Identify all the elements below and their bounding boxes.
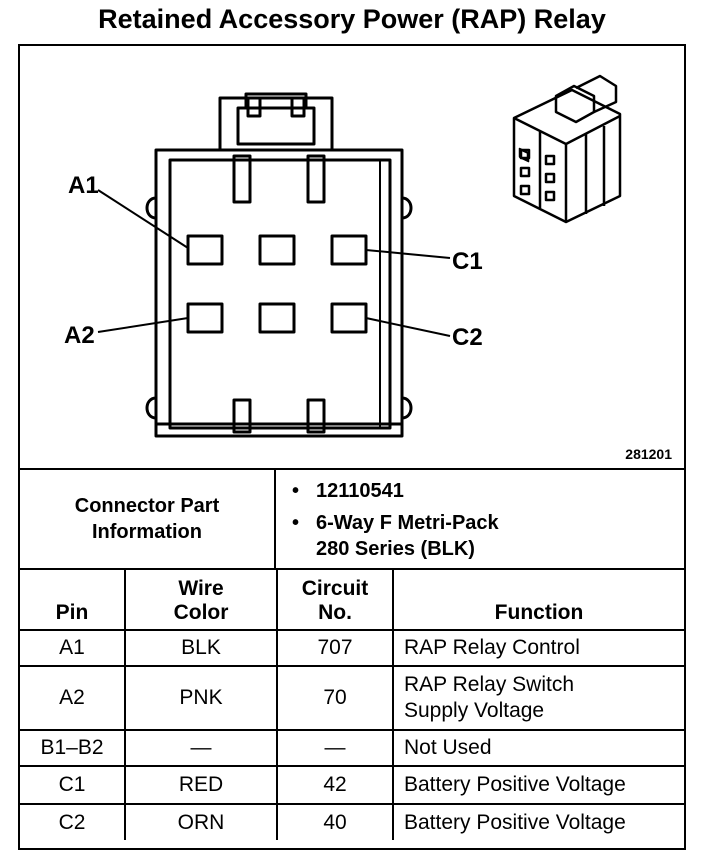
function-line2: Supply Voltage xyxy=(404,699,545,722)
connector-info-label: Connector Part Information xyxy=(20,470,276,568)
connector-info-list: • 12110541 • 6-Way F Metri-Pack 280 Seri… xyxy=(276,470,684,568)
pinout-table: Pin Wire Color Circuit No. Function A1 B… xyxy=(20,570,684,840)
cavity-a2 xyxy=(186,302,224,334)
header-circuit-line1: Circuit xyxy=(301,577,369,600)
side-ear-top-left xyxy=(145,196,157,220)
cell-pin: A1 xyxy=(20,629,126,667)
cell-wire: PNK xyxy=(124,665,278,731)
table-row: C1 RED 42 Battery Positive Voltage xyxy=(20,765,684,805)
cell-circuit: 70 xyxy=(276,665,394,731)
table-row: A2 PNK 70 RAP Relay Switch Supply Voltag… xyxy=(20,665,684,731)
leader-c1 xyxy=(365,249,451,259)
bullet-icon: • xyxy=(292,480,300,502)
cavity-b2 xyxy=(258,302,296,334)
cavity-c2 xyxy=(330,302,368,334)
pin-label-a1: A1 xyxy=(68,172,99,199)
leader-a2 xyxy=(97,317,189,333)
cell-wire: BLK xyxy=(124,629,278,667)
leader-c2 xyxy=(365,317,451,337)
side-ear-top-right xyxy=(401,196,413,220)
cell-circuit: 707 xyxy=(276,629,394,667)
connector-info-item: • 6-Way F Metri-Pack 280 Series (BLK) xyxy=(292,510,684,562)
cavity-a1 xyxy=(186,234,224,266)
pin-label-a2: A2 xyxy=(64,322,95,349)
figure-number: 281201 xyxy=(625,446,672,462)
connector-info-item: • 12110541 xyxy=(292,478,684,504)
connector-series: 280 Series (BLK) xyxy=(316,538,475,560)
header-pin: Pin xyxy=(20,570,126,631)
function-line1: Battery Positive Voltage xyxy=(404,810,626,834)
connector-isometric-view xyxy=(512,74,622,224)
header-circuit-line2: No. xyxy=(318,601,352,624)
connector-sheet: A1 A2 C1 C2 281201 Connector Part Inform… xyxy=(18,44,686,850)
function-line1: RAP Relay Control xyxy=(404,636,580,659)
cell-pin: B1–B2 xyxy=(20,729,126,767)
table-header-row: Pin Wire Color Circuit No. Function xyxy=(20,570,684,631)
cell-wire: — xyxy=(124,729,278,767)
cavity-c1 xyxy=(330,234,368,266)
table-row: B1–B2 — — Not Used xyxy=(20,729,684,767)
page-title: Retained Accessory Power (RAP) Relay xyxy=(98,4,606,34)
cell-circuit: 42 xyxy=(276,765,394,805)
cell-function: Not Used xyxy=(392,729,684,767)
cell-function: RAP Relay Switch Supply Voltage xyxy=(392,665,684,731)
function-line1: Not Used xyxy=(404,736,492,759)
cell-pin: C2 xyxy=(20,803,126,840)
latch-tab xyxy=(236,106,316,146)
pin-label-c2: C2 xyxy=(452,324,483,351)
table-row: A1 BLK 707 RAP Relay Control xyxy=(20,629,684,667)
bullet-icon: • xyxy=(292,512,300,534)
cell-wire: ORN xyxy=(124,803,278,840)
cavity-b1 xyxy=(258,234,296,266)
connector-info-label-line2: Information xyxy=(92,521,202,543)
connector-inner-wall xyxy=(168,158,392,430)
connector-info-row: Connector Part Information • 12110541 • … xyxy=(20,470,684,570)
cell-circuit: — xyxy=(276,729,394,767)
header-wire-line2: Color xyxy=(173,601,229,624)
function-line1: RAP Relay Switch xyxy=(404,673,575,696)
header-circuit-no: Circuit No. xyxy=(276,570,394,631)
connector-info-label-line1: Connector Part xyxy=(74,495,220,517)
cell-function: RAP Relay Control xyxy=(392,629,684,667)
connector-housing xyxy=(154,148,404,438)
part-number: 12110541 xyxy=(316,480,404,502)
pin-label-c1: C1 xyxy=(452,248,483,275)
leader-a1 xyxy=(97,189,189,249)
connector-type: 6-Way F Metri-Pack xyxy=(316,512,499,534)
cell-wire: RED xyxy=(124,765,278,805)
cell-pin: C1 xyxy=(20,765,126,805)
header-wire-line1: Wire xyxy=(178,577,224,600)
connector-face-drawing xyxy=(97,74,622,438)
connector-latch xyxy=(218,96,334,150)
side-ear-bottom-right xyxy=(401,396,413,420)
cell-function: Battery Positive Voltage xyxy=(392,765,684,805)
cell-circuit: 40 xyxy=(276,803,394,840)
cell-pin: A2 xyxy=(20,665,126,731)
header-function: Function xyxy=(392,570,684,631)
connector-diagram: A1 A2 C1 C2 281201 xyxy=(20,46,684,470)
header-wire-color: Wire Color xyxy=(124,570,278,631)
cell-function: Battery Positive Voltage xyxy=(392,803,684,840)
function-line1: Battery Positive Voltage xyxy=(404,773,626,796)
table-row: C2 ORN 40 Battery Positive Voltage xyxy=(20,803,684,840)
side-ear-bottom-left xyxy=(145,396,157,420)
